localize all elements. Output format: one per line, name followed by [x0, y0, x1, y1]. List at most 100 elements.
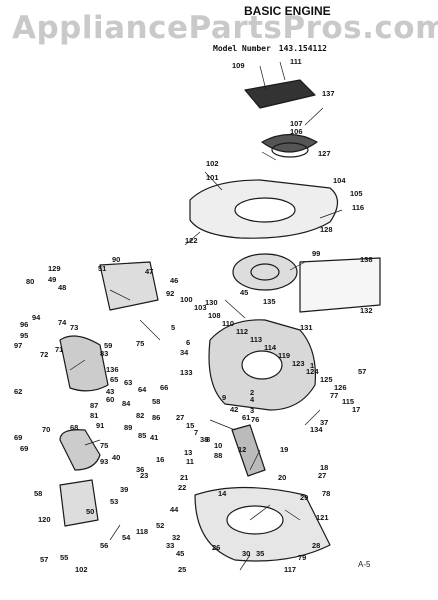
part-number-callout: 133 [180, 368, 193, 377]
part-number-callout: 123 [292, 359, 305, 368]
part-number-callout: 69 [20, 444, 28, 453]
part-number-callout: 47 [145, 267, 153, 276]
part-number-callout: 112 [236, 327, 248, 336]
model-number-label: Model Number [213, 44, 271, 53]
part-number-callout: 56 [100, 541, 108, 550]
starter-handle [244, 79, 316, 109]
part-number-callout: 49 [48, 275, 56, 284]
part-number-callout: 27 [176, 413, 184, 422]
part-number-callout: 117 [284, 565, 296, 574]
part-number-callout: 101 [206, 173, 219, 182]
part-number-callout: 113 [250, 335, 262, 344]
part-number-callout: 130 [205, 298, 218, 307]
part-number-callout: 22 [178, 483, 186, 492]
part-number-callout: 21 [180, 473, 188, 482]
part-number-callout: 68 [70, 423, 78, 432]
part-number-callout: 128 [320, 225, 333, 234]
part-number-callout: 30 [242, 549, 250, 558]
part-number-callout: 116 [352, 203, 364, 212]
part-number-callout: 125 [320, 375, 333, 384]
part-number-callout: 39 [120, 485, 128, 494]
part-number-callout: 43 [106, 387, 114, 396]
part-number-callout: 87 [90, 401, 98, 410]
sheet-id: A-5 [358, 560, 371, 569]
part-number-callout: 62 [14, 387, 22, 396]
part-number-callout: 63 [124, 378, 132, 387]
part-number-callout: 99 [312, 249, 320, 258]
part-number-callout: 102 [75, 565, 88, 574]
part-number-callout: 129 [48, 264, 61, 273]
air-shroud-plate [299, 257, 381, 313]
part-number-callout: 23 [140, 471, 148, 480]
part-number-callout: 13 [184, 448, 192, 457]
air-filter [59, 479, 99, 527]
part-number-callout: 18 [320, 463, 328, 472]
part-number-callout: 81 [90, 411, 98, 420]
part-number-callout: 108 [208, 311, 221, 320]
muffler [59, 429, 101, 471]
part-number-callout: 90 [112, 255, 120, 264]
part-number-callout: 104 [333, 176, 346, 185]
part-number-callout: 111 [290, 57, 302, 66]
diagram-title: BASIC ENGINE [244, 4, 331, 18]
part-number-callout: 52 [156, 521, 164, 530]
part-number-callout: 7 [194, 428, 198, 437]
part-number-callout: 60 [106, 395, 114, 404]
part-number-callout: 19 [280, 445, 288, 454]
crankshaft [231, 424, 266, 477]
part-number-callout: 36 [136, 465, 144, 474]
part-number-callout: 71 [55, 345, 63, 354]
part-number-callout: 78 [322, 489, 330, 498]
part-number-callout: 122 [185, 236, 198, 245]
part-number-callout: 37 [320, 418, 328, 427]
part-number-callout: 106 [290, 127, 303, 136]
part-number-callout: 102 [206, 159, 219, 168]
part-number-callout: 3 [250, 406, 254, 415]
part-number-callout: 135 [263, 297, 276, 306]
part-number-callout: 29 [300, 493, 308, 502]
part-number-callout: 6 [186, 338, 190, 347]
part-number-callout: 57 [40, 555, 48, 564]
part-number-callout: 134 [310, 425, 323, 434]
model-number-value: 143.154112 [278, 44, 327, 53]
part-number-callout: 2 [250, 388, 254, 397]
part-number-callout: 93 [100, 457, 108, 466]
part-number-callout: 92 [166, 289, 174, 298]
part-number-callout: 1 [310, 361, 314, 370]
part-number-callout: 138 [360, 255, 373, 264]
part-number-callout: 27 [318, 471, 326, 480]
part-number-callout: 61 [242, 413, 250, 422]
part-number-callout: 121 [316, 513, 329, 522]
part-number-callout: 79 [298, 553, 306, 562]
part-number-callout: 48 [58, 283, 66, 292]
leader-lines [69, 61, 343, 571]
site-watermark: AppliancePartsPros.com [12, 10, 438, 46]
part-number-callout: 94 [32, 313, 41, 322]
part-number-callout: 97 [14, 341, 22, 350]
part-number-callout: 35 [256, 549, 264, 558]
part-number-callout: 45 [176, 549, 184, 558]
part-number-callout: 115 [342, 397, 354, 406]
part-number-callout: 80 [26, 277, 34, 286]
part-number-callout: 70 [42, 425, 50, 434]
part-number-callout: 74 [58, 318, 67, 327]
part-number-callout: 136 [106, 365, 119, 374]
part-number-callout: 9 [222, 393, 226, 402]
part-number-callout: 16 [156, 455, 164, 464]
part-number-callout: 51 [98, 264, 106, 273]
part-number-callout: 28 [312, 541, 320, 550]
part-number-callout: 26 [212, 543, 220, 552]
flywheel [232, 253, 298, 291]
part-number-callout: 58 [152, 397, 160, 406]
part-number-callout: 95 [20, 331, 28, 340]
part-number-callout: 127 [318, 149, 331, 158]
part-number-callout: 82 [136, 411, 144, 420]
part-number-callout: 85 [138, 431, 146, 440]
part-number-callout: 17 [352, 405, 360, 414]
part-number-callout: 57 [358, 367, 366, 376]
part-number-callout: 114 [264, 343, 277, 352]
carburetor [59, 335, 109, 392]
part-number-callout: 45 [240, 288, 248, 297]
part-number-callout: 107 [290, 119, 303, 128]
